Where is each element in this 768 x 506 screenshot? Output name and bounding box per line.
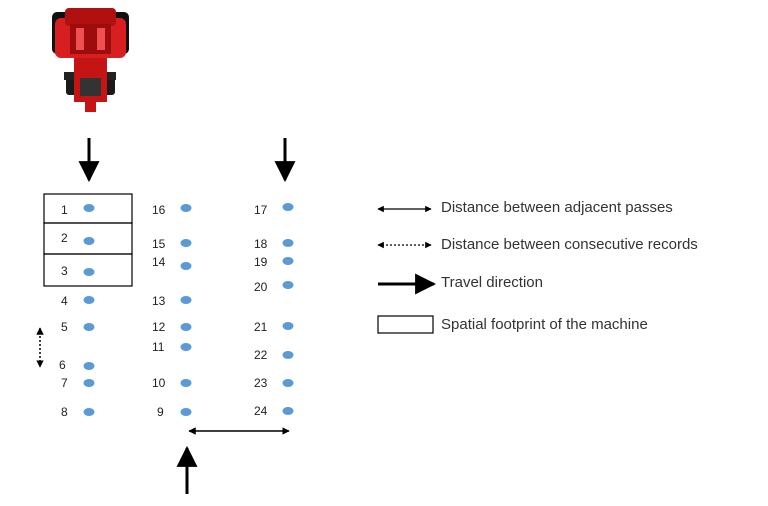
record-label-10: 10 <box>152 376 166 390</box>
record-point-9 <box>180 408 192 416</box>
record-label-8: 8 <box>61 405 68 419</box>
record-point-8 <box>83 408 95 416</box>
record-label-24: 24 <box>254 404 268 418</box>
record-label-16: 16 <box>152 203 166 217</box>
record-point-12 <box>180 323 192 331</box>
record-label-11: 11 <box>152 340 165 354</box>
record-point-10 <box>180 379 192 387</box>
record-point-7 <box>83 379 95 387</box>
legend-adjacent-label: Distance between adjacent passes <box>441 199 673 216</box>
legend-footprint-label: Spatial footprint of the machine <box>441 316 648 333</box>
record-point-6 <box>83 362 95 370</box>
record-point-24 <box>282 407 294 415</box>
record-point-15 <box>180 239 192 247</box>
footprint-box-3 <box>43 253 133 287</box>
record-point-22 <box>282 351 294 359</box>
record-label-5: 5 <box>61 320 68 334</box>
record-label-12: 12 <box>152 320 166 334</box>
legend-footprint-box <box>377 315 434 334</box>
legend-consecutive-label: Distance between consecutive records <box>441 236 698 253</box>
record-label-14: 14 <box>152 255 166 269</box>
record-label-13: 13 <box>152 294 166 308</box>
record-label-6: 6 <box>59 358 66 372</box>
record-point-1 <box>83 204 95 212</box>
record-point-13 <box>180 296 192 304</box>
record-label-20: 20 <box>254 280 268 294</box>
record-label-22: 22 <box>254 348 268 362</box>
record-label-23: 23 <box>254 376 268 390</box>
record-point-11 <box>180 343 192 351</box>
record-label-21: 21 <box>254 320 268 334</box>
record-label-2: 2 <box>61 231 68 245</box>
record-point-21 <box>282 322 294 330</box>
record-label-3: 3 <box>61 264 68 278</box>
record-point-2 <box>83 237 95 245</box>
record-point-5 <box>83 323 95 331</box>
record-label-18: 18 <box>254 237 268 251</box>
record-point-19 <box>282 257 294 265</box>
record-point-18 <box>282 239 294 247</box>
record-point-14 <box>180 262 192 270</box>
record-label-17: 17 <box>254 203 268 217</box>
record-label-15: 15 <box>152 237 166 251</box>
record-label-1: 1 <box>61 203 68 217</box>
record-label-19: 19 <box>254 255 268 269</box>
record-point-23 <box>282 379 294 387</box>
record-point-4 <box>83 296 95 304</box>
record-label-9: 9 <box>157 405 164 419</box>
record-point-3 <box>83 268 95 276</box>
record-point-16 <box>180 204 192 212</box>
record-point-17 <box>282 203 294 211</box>
legend-travel-label: Travel direction <box>441 274 543 291</box>
legend: Distance between adjacent passes Distanc… <box>377 199 698 334</box>
tractor-icon <box>52 8 129 112</box>
record-label-7: 7 <box>61 376 68 390</box>
record-point-20 <box>282 281 294 289</box>
record-label-4: 4 <box>61 294 68 308</box>
